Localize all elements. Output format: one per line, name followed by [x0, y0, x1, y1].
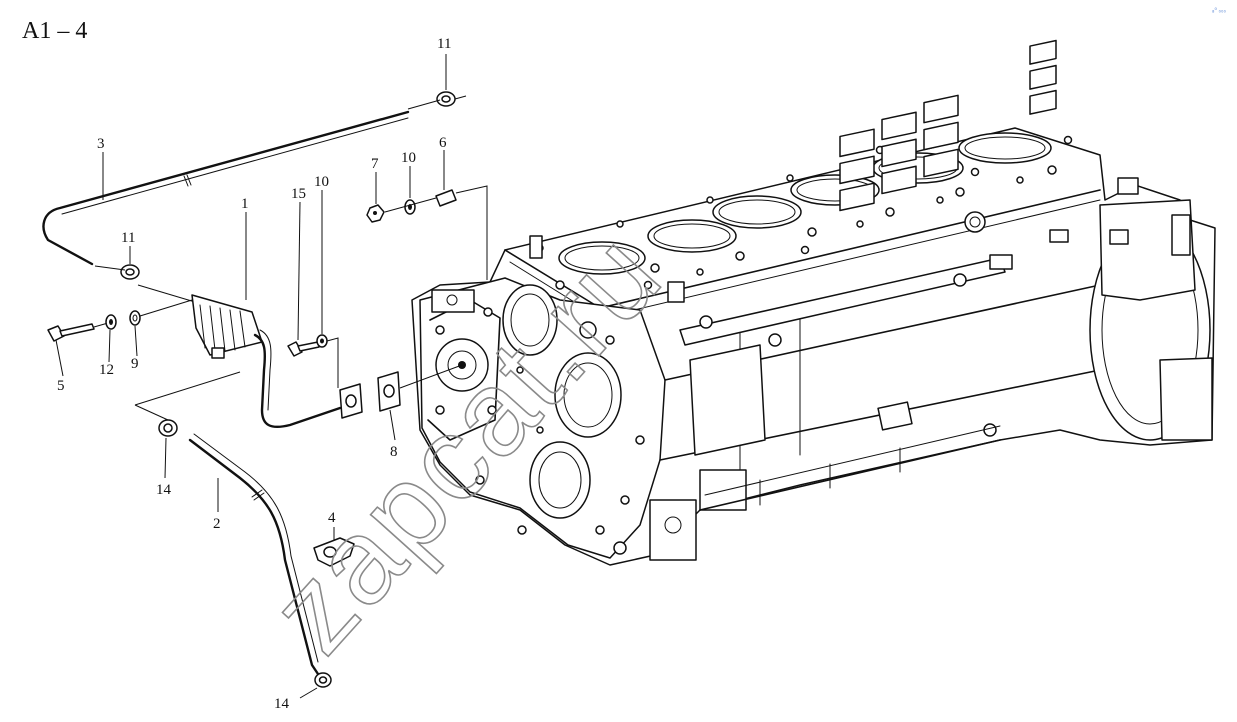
label-14-mid: 14	[156, 482, 172, 498]
part-10-mid-washer	[316, 334, 339, 388]
part-4-clip	[313, 527, 355, 567]
part-6-stud	[384, 185, 488, 280]
part-5-bolt	[47, 322, 109, 342]
corner-mark: ₈⁰ ₀₀₀	[1212, 7, 1227, 14]
part-11-top-clamp	[407, 91, 467, 110]
label-8: 8	[390, 444, 398, 460]
label-1: 1	[241, 196, 249, 212]
part-12-washer	[105, 314, 117, 330]
label-10-mid: 10	[314, 174, 329, 190]
label-11-mid: 11	[121, 230, 135, 246]
label-5: 5	[57, 378, 65, 394]
label-3: 3	[97, 136, 105, 152]
label-14-bottom: 14	[274, 696, 290, 712]
label-4: 4	[328, 510, 336, 526]
label-15: 15	[291, 186, 306, 202]
part-3-upper-tube	[42, 110, 410, 266]
callout-leaders	[55, 54, 447, 699]
part-7-nut	[366, 204, 385, 223]
label-6: 6	[439, 135, 447, 151]
part-15-bolt	[287, 341, 320, 357]
label-10-top: 10	[401, 150, 416, 166]
part-10-top-washer	[404, 199, 416, 215]
label-9: 9	[131, 356, 139, 372]
part-14-bottom-clamp	[314, 672, 332, 688]
label-2: 2	[213, 516, 221, 532]
part-14-mid-clamp	[134, 371, 241, 437]
label-12: 12	[99, 362, 114, 378]
part-2-dipstick-tube	[188, 433, 324, 682]
part-11-mid-clamp	[94, 264, 196, 303]
part-1-breather-assembly	[191, 294, 342, 429]
diagram-title: A1 – 4	[22, 18, 87, 44]
cylinder-block	[411, 39, 1216, 566]
label-11-top: 11	[437, 36, 451, 52]
callout-labels: 11 3 7 10 6 1 15 10 11 5 12 9 8 14 2 4 1…	[57, 36, 451, 712]
part-9-washer	[129, 299, 193, 326]
part-8-gasket	[339, 364, 463, 419]
label-7: 7	[371, 156, 379, 172]
